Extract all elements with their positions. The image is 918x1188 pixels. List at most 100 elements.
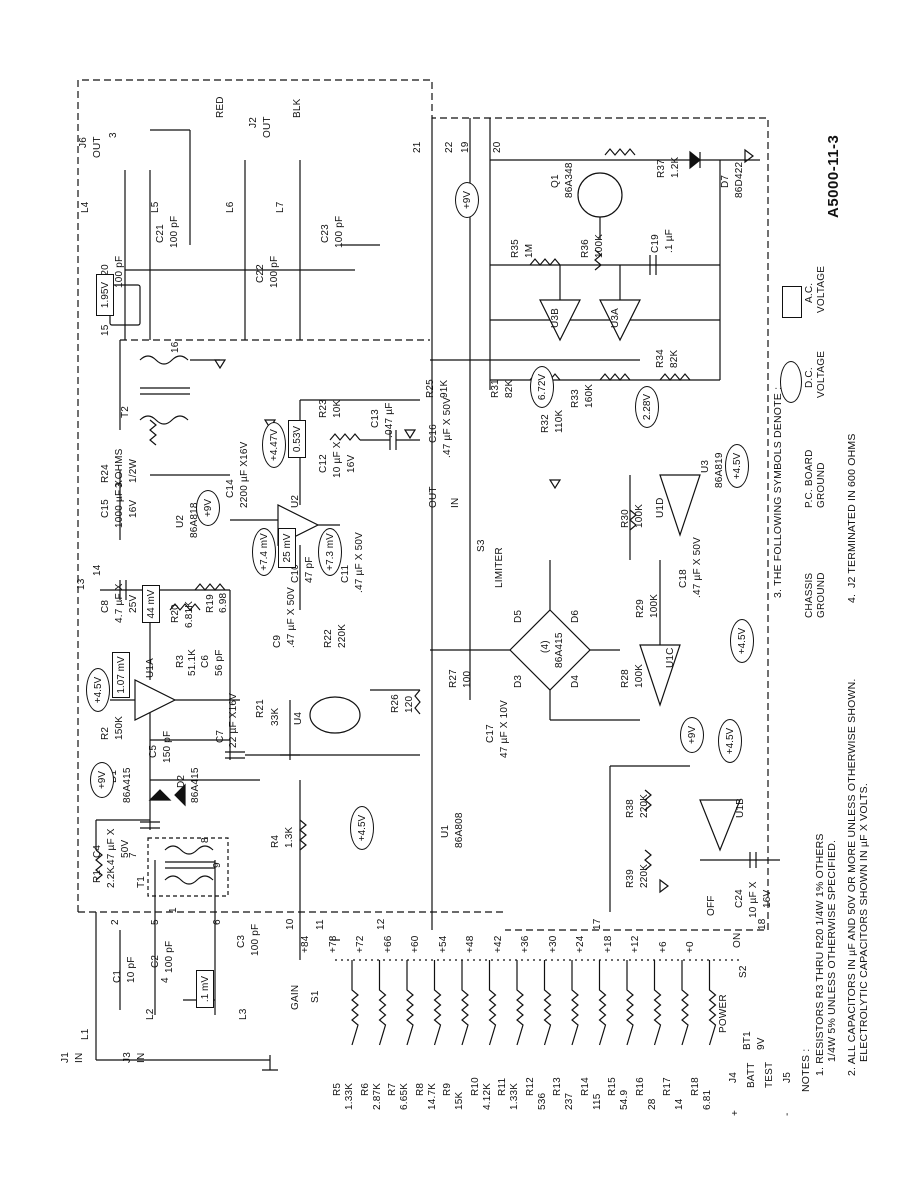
d4-label: D4: [570, 674, 581, 688]
r34-label: R34: [655, 349, 666, 368]
d2-label: D2: [176, 774, 187, 788]
gain-step-11: +18: [602, 935, 614, 953]
ac-voltage-0v53: 0.53V: [288, 420, 306, 458]
gain-resistor-value-1: 2.87K: [371, 1082, 383, 1110]
r33-value: 160K: [584, 383, 595, 408]
j2-label: J2: [248, 117, 259, 128]
r39-label: R39: [625, 869, 636, 888]
r30-value: 100K: [634, 503, 645, 528]
j3-sub: IN: [136, 1052, 147, 1063]
r34-value: 82K: [669, 349, 680, 368]
l7-label: L7: [275, 201, 286, 213]
node-number-15: 15: [100, 324, 111, 336]
r38-value: 220K: [639, 793, 650, 818]
l2-label: L2: [145, 1008, 156, 1020]
gain-step-2: +72: [355, 935, 366, 953]
legend-dc-symbol: [780, 361, 802, 403]
r31-label: R31: [490, 379, 501, 398]
u1-value: 86A808: [454, 812, 465, 848]
c3-value: 100 pF: [250, 923, 261, 956]
c15-value-2: 16V: [128, 499, 139, 518]
c6-label: C6: [200, 654, 211, 668]
legend-dc-2: VOLTAGE: [816, 350, 827, 398]
gain-resistor-ref-12: R17: [662, 1077, 673, 1096]
r33-label: R33: [570, 389, 581, 408]
note-2b: ELECTROLYTIC CAPACITORS SHOWN IN µF X VO…: [858, 783, 870, 1062]
legend-chassis: CHASSIS: [804, 572, 815, 618]
d1-value: 86A415: [122, 767, 133, 803]
c19-value: .1 µF: [664, 229, 675, 253]
node-number-10: 10: [285, 918, 296, 930]
c1-value: 10 pF: [126, 956, 137, 983]
gain-resistor-value-4: 15K: [454, 1091, 465, 1110]
l3-label: L3: [238, 1008, 249, 1020]
document-id: A5000-11-3: [825, 134, 842, 218]
u3-value: 86A819: [714, 452, 725, 488]
gain-resistor-ref-8: R13: [552, 1077, 563, 1096]
gain-resistor-symbol-11: [653, 960, 662, 1046]
dc-voltage-4v47: +4.47V: [262, 422, 286, 468]
r26-label: R26: [390, 694, 401, 713]
r20-value: 6.81K: [184, 600, 195, 628]
s2-label: S2: [738, 965, 749, 978]
q1-value: 86A348: [564, 162, 575, 198]
r39-value: 220K: [639, 863, 650, 888]
note-4: J2 TERMINATED IN 600 OHMS: [846, 433, 858, 588]
note-1b: 1/4W 5% UNLESS OTHERWISE SPECIFIED.: [826, 839, 838, 1062]
gain-resistor-value-3: 14.7K: [426, 1082, 438, 1110]
ac-voltage-output: 1.95V: [96, 274, 114, 316]
ac-voltage-25mv: 25 mV: [278, 528, 296, 568]
node-number-21: 21: [412, 141, 423, 153]
gain-resistor-value-13: 6.81: [701, 1089, 713, 1110]
c12-label: C12: [318, 454, 329, 473]
r28-value: 100K: [634, 663, 645, 688]
c22-label: C22: [255, 264, 266, 283]
c17-value: 47 µF X 10V: [499, 700, 510, 758]
bt1-voltage: 9V: [756, 1037, 767, 1050]
u3a-label: U3A: [610, 307, 621, 328]
gain-resistor-symbol-1: [378, 960, 387, 1046]
ac-voltage-u1a: 1.07 mV: [112, 652, 130, 698]
gain-resistor-value-10: 54.9: [619, 1089, 630, 1110]
r22-value: 220K: [337, 623, 348, 648]
r3-label: R3: [175, 654, 186, 668]
r35-value: 1M: [524, 243, 535, 258]
j4-label: J4: [728, 1072, 739, 1083]
d7-value: 86D422: [734, 161, 745, 198]
s3-in-label: IN: [450, 497, 461, 508]
c23-label: C23: [320, 224, 331, 243]
r24-value-2: 1/2W: [128, 458, 139, 483]
batt-label: BATT: [746, 1062, 757, 1088]
u3b-label: U3B: [550, 307, 561, 328]
l6-label: L6: [225, 201, 236, 213]
legend-pcb: P.C. BOARD: [804, 449, 815, 509]
r1-value: 2.2K: [106, 866, 117, 888]
gain-resistor-symbol-9: [598, 960, 607, 1046]
legend-chassis-2: GROUND: [816, 572, 827, 618]
dc-voltage-4v5-b: +4.5V: [350, 806, 374, 850]
q1-label: Q1: [550, 174, 561, 188]
c8-label: C8: [100, 599, 111, 613]
r26-value: 120: [404, 695, 415, 713]
r35-label: R35: [510, 239, 521, 258]
note-3: 3. THE FOLLOWING SYMBOLS DENOTE :: [772, 386, 784, 598]
diode-part: 86A415: [554, 632, 565, 668]
gain-resistor-value-9: 115: [591, 1093, 603, 1110]
off-label: OFF: [706, 895, 717, 916]
gain-resistor-ref-0: R5: [332, 1082, 343, 1096]
c21-value: 100 pF: [169, 215, 180, 248]
ac-voltage-44mv: 44 mV: [142, 585, 160, 623]
gain-resistor-symbol-6: [516, 960, 524, 1046]
l4-label: L4: [80, 201, 91, 213]
node-number-13: 13: [76, 578, 87, 590]
u1a-label: U1A: [145, 657, 156, 678]
gain-resistor-ref-10: R15: [607, 1077, 618, 1096]
u1b-label: U1B: [735, 797, 746, 818]
gain-step-6: +48: [465, 935, 476, 953]
j1-sub: IN: [74, 1052, 85, 1063]
gain-resistor-ref-7: R12: [524, 1077, 536, 1096]
gain-label: GAIN: [290, 984, 301, 1010]
legend-pcb-2: GROUND: [816, 462, 827, 508]
r1-label: R1: [92, 869, 103, 883]
